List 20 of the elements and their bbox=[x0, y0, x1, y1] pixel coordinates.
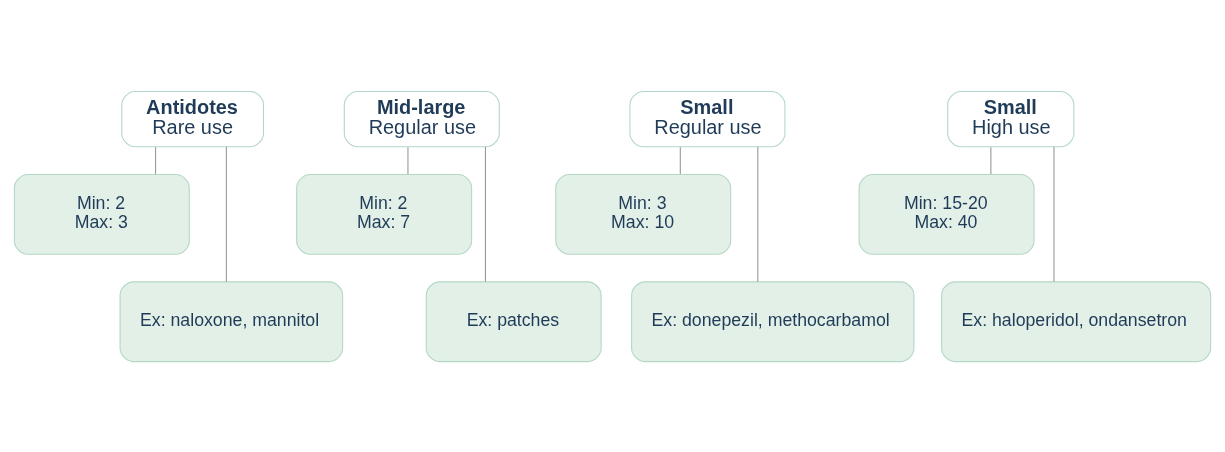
connector bbox=[1053, 145, 1055, 282]
connector bbox=[407, 146, 409, 175]
node-box: Ex: naloxone, mannitol bbox=[119, 280, 344, 362]
node-box: Min: 2 Max: 3 bbox=[13, 173, 190, 255]
connector bbox=[225, 145, 227, 282]
connector bbox=[679, 146, 681, 175]
connector bbox=[990, 146, 992, 175]
connector bbox=[154, 146, 157, 175]
node-box: Small Regular use bbox=[629, 90, 786, 147]
node-box: Ex: patches bbox=[425, 280, 602, 362]
node-box: Min: 2 Max: 7 bbox=[296, 173, 473, 255]
node-box: Ex: haloperidol, ondansetron bbox=[941, 280, 1212, 362]
node-box: Antidotes Rare use bbox=[121, 90, 265, 147]
node-box: Min: 15-20 Max: 40 bbox=[858, 173, 1035, 255]
connector bbox=[484, 145, 486, 282]
connector bbox=[757, 145, 759, 282]
node-box: Ex: donepezil, methocarbamol bbox=[631, 280, 915, 362]
node-box: Small High use bbox=[947, 90, 1075, 147]
node-box: Mid-large Regular use bbox=[343, 90, 500, 147]
node-box: Min: 3 Max: 10 bbox=[555, 173, 732, 255]
